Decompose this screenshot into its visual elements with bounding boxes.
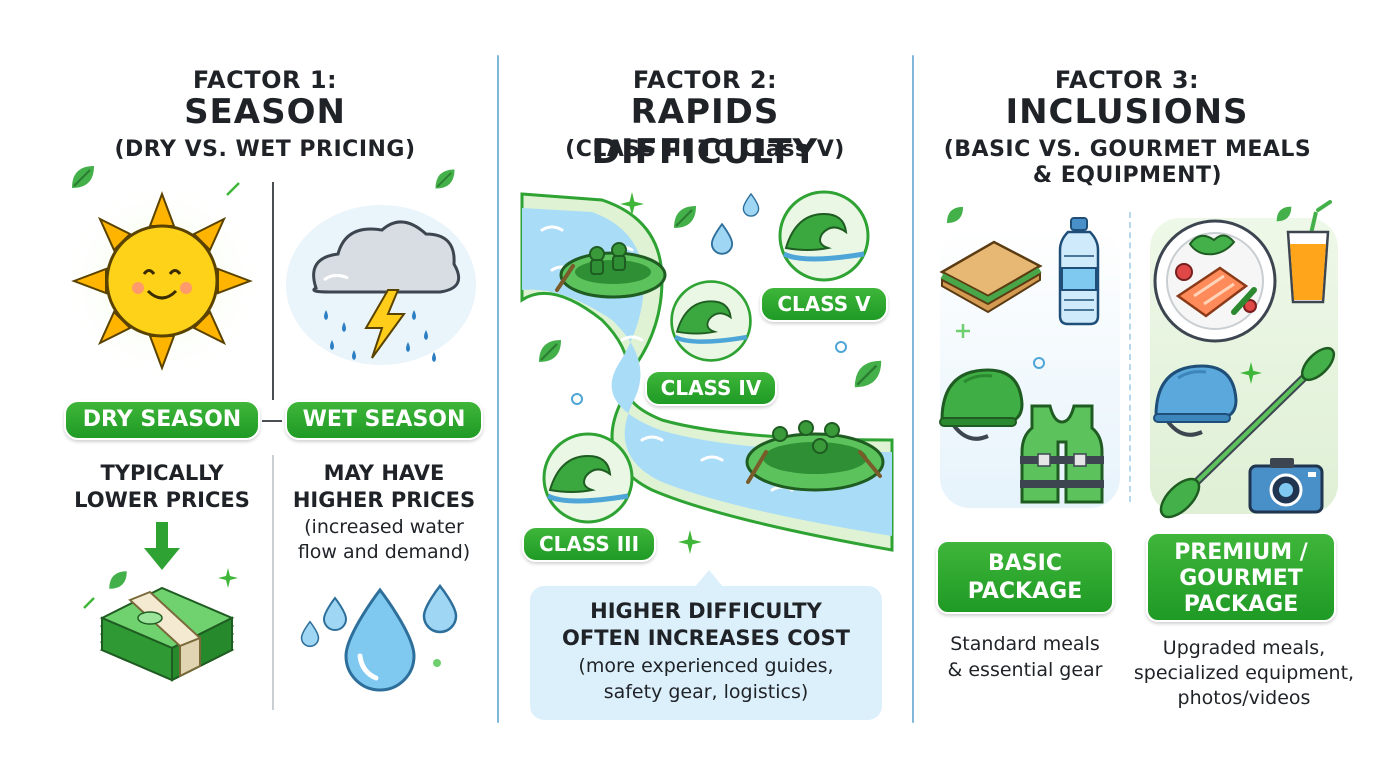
basic-desc-line1: Standard meals <box>950 633 1100 655</box>
salmon-plate-icon <box>1153 219 1277 343</box>
factor1-subtitle: (DRY VS. WET PRICING) <box>114 137 416 162</box>
juice-glass-icon <box>1286 200 1332 304</box>
raft-icon <box>745 420 885 492</box>
wet-note-line1: (increased water <box>304 516 464 538</box>
helmet-icon <box>939 368 1024 441</box>
premium-package-line2: GOURMET <box>1179 566 1303 591</box>
pill-connector <box>262 420 282 422</box>
premium-package-line3: PACKAGE <box>1183 592 1299 617</box>
sparkle-icon <box>83 597 95 609</box>
premium-package-pill: PREMIUM / GOURMET PACKAGE <box>1146 532 1336 622</box>
factor1-title: SEASON <box>184 92 346 132</box>
wave-icon <box>542 432 634 524</box>
callout-note-line2: safety gear, logistics) <box>603 681 809 703</box>
factor3-subtitle-line1: (BASIC VS. GOURMET MEALS <box>943 137 1312 162</box>
leaf-icon <box>72 166 94 188</box>
wave-icon <box>670 280 752 362</box>
sparkle-icon <box>835 341 847 353</box>
basic-package-line1: BASIC <box>988 551 1062 576</box>
inclusions-divider <box>1129 212 1131 502</box>
leaf-icon <box>109 571 127 589</box>
water-drop-icon <box>422 583 458 634</box>
leaf-icon <box>674 206 696 228</box>
leaf-icon <box>435 169 455 189</box>
sparkle-icon <box>1033 357 1045 369</box>
class3-pill: CLASS III <box>522 526 656 562</box>
factor2-label: FACTOR 2: <box>632 66 778 94</box>
sparkle-icon <box>956 324 970 338</box>
dry-desc-line1: TYPICALLY <box>100 461 224 485</box>
factor1-label: FACTOR 1: <box>192 66 338 94</box>
callout-bold-line1: HIGHER DIFFICULTY <box>590 599 822 623</box>
callout-bold-line2: OFTEN INCREASES COST <box>562 626 850 650</box>
helmet-icon <box>1153 364 1238 437</box>
premium-desc-line3: photos/videos <box>1177 687 1311 709</box>
water-bottle-icon <box>1058 217 1100 326</box>
water-drop-icon <box>300 620 320 647</box>
sparkle-icon <box>433 659 441 667</box>
water-drop-icon <box>344 587 416 692</box>
class5-pill: CLASS V <box>760 286 888 322</box>
leaf-icon <box>539 340 561 362</box>
column-divider-1 <box>497 55 499 723</box>
water-drop-icon <box>710 222 734 255</box>
cost-callout: HIGHER DIFFICULTY OFTEN INCREASES COST (… <box>530 586 882 720</box>
water-drop-icon <box>322 596 348 631</box>
sun-icon <box>62 181 262 381</box>
class4-pill: CLASS IV <box>645 370 777 406</box>
basic-package-pill: BASIC PACKAGE <box>936 540 1114 614</box>
factor2-subtitle: (CLASS III TO Class V) <box>565 137 845 162</box>
leaf-icon <box>854 360 882 388</box>
callout-pointer <box>694 570 724 588</box>
water-drop-icon <box>742 192 760 217</box>
down-arrow-icon <box>144 522 180 570</box>
factor3-title: INCLUSIONS <box>1005 92 1249 132</box>
sparkle-icon <box>226 182 240 196</box>
dry-season-pill: DRY SEASON <box>64 400 260 440</box>
money-stack-icon <box>99 586 235 682</box>
sparkle-icon <box>218 568 238 588</box>
factor3-label: FACTOR 3: <box>1054 66 1200 94</box>
season-divider-lower <box>272 455 274 710</box>
premium-desc-line2: specialized equipment, <box>1133 662 1355 684</box>
dry-desc-line2: LOWER PRICES <box>74 488 250 512</box>
sandwich-icon <box>939 240 1043 314</box>
life-vest-icon <box>1020 404 1104 504</box>
sparkle-icon <box>620 192 644 216</box>
leaf-icon <box>1276 206 1292 222</box>
premium-desc-line1: Upgraded meals, <box>1162 637 1326 659</box>
raft-icon <box>555 242 667 299</box>
wet-season-pill: WET SEASON <box>285 400 483 440</box>
sparkle-icon <box>678 530 702 554</box>
basic-desc-line2: & essential gear <box>947 659 1103 681</box>
wet-desc-line2: HIGHER PRICES <box>292 488 476 512</box>
storm-cloud-icon <box>286 205 476 365</box>
leaf-icon <box>946 206 964 224</box>
basic-package-line2: PACKAGE <box>967 579 1083 604</box>
season-divider <box>272 182 274 400</box>
sparkle-icon <box>571 393 583 405</box>
factor2-title: RAPIDS DIFFICULTY <box>591 92 819 172</box>
wet-note-line2: flow and demand) <box>297 541 471 563</box>
column-divider-2 <box>912 55 914 723</box>
wave-icon <box>778 190 870 282</box>
sparkle-icon <box>1240 362 1262 384</box>
premium-package-line1: PREMIUM / <box>1174 540 1308 565</box>
callout-note-line1: (more experienced guides, <box>578 655 834 677</box>
factor3-subtitle-line2: & EQUIPMENT) <box>1032 163 1223 188</box>
camera-icon <box>1248 458 1324 514</box>
wet-desc-line1: MAY HAVE <box>323 461 445 485</box>
paddle-icon <box>1159 346 1336 519</box>
